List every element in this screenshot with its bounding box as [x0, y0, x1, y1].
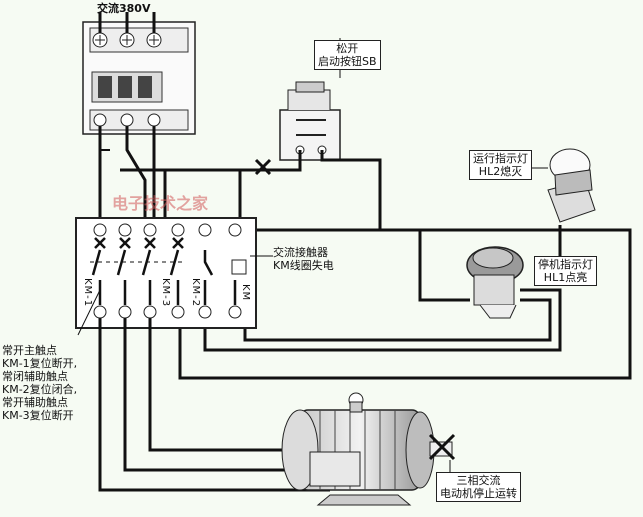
motor-wires — [98, 318, 330, 492]
motor-label-line-1: 三相交流 — [456, 474, 501, 487]
ac-contactor-km — [75, 217, 257, 329]
hl2-label-line-2: HL2熄灭 — [478, 165, 523, 178]
contacts-label: 常开主触点 KM-1复位断开, 常闭辅助触点 KM-2复位闭合, 常开辅助触点 … — [2, 344, 77, 422]
stop-indicator-lamp-hl1 — [466, 246, 524, 319]
circuit-breaker — [82, 21, 196, 135]
hl1-label-line-2: HL1点亮 — [543, 271, 588, 284]
hl1-label-line-1: 停机指示灯 — [538, 258, 593, 271]
motor-label: 三相交流 电动机停止运转 — [436, 472, 521, 502]
km2-tag: KM-2 — [190, 278, 201, 308]
contacts-label-line-5: 常开辅助触点 — [2, 396, 68, 409]
contacts-label-line-1: 常开主触点 — [2, 344, 57, 357]
contactor-label-line-1: 交流接触器 — [273, 246, 328, 259]
motor-label-line-2: 电动机停止运转 — [440, 487, 517, 500]
hl2-label-line-1: 运行指示灯 — [473, 152, 528, 165]
supply-wires — [98, 12, 156, 230]
supply-label: 交流380V — [97, 2, 151, 15]
km3-tag: KM-3 — [160, 278, 171, 308]
hl2-label: 运行指示灯 HL2熄灭 — [469, 150, 532, 180]
contactor-label: 交流接触器 KM线圈失电 — [273, 246, 334, 272]
start-button-sb — [279, 81, 341, 161]
sb-label: 松开 启动按钮SB — [314, 40, 381, 70]
hl1-label: 停机指示灯 HL1点亮 — [534, 256, 597, 286]
three-phase-motor — [281, 392, 453, 506]
control-wires — [120, 150, 632, 380]
watermark: 电子技术之家 — [112, 194, 209, 213]
sb-label-line-2: 启动按钮SB — [318, 55, 377, 68]
km1-tag: KM-1 — [82, 278, 93, 308]
contacts-label-line-4: KM-2复位闭合, — [2, 383, 78, 396]
contacts-label-line-2: KM-1复位断开, — [2, 357, 78, 370]
km-tag: KM — [240, 284, 251, 302]
contacts-label-line-6: KM-3复位断开 — [2, 409, 74, 422]
contactor-label-line-2: KM线圈失电 — [273, 259, 334, 272]
run-indicator-lamp-hl2 — [547, 148, 596, 223]
contacts-label-line-3: 常闭辅助触点 — [2, 370, 68, 383]
sb-label-line-1: 松开 — [336, 42, 359, 55]
off-markers — [254, 158, 456, 461]
